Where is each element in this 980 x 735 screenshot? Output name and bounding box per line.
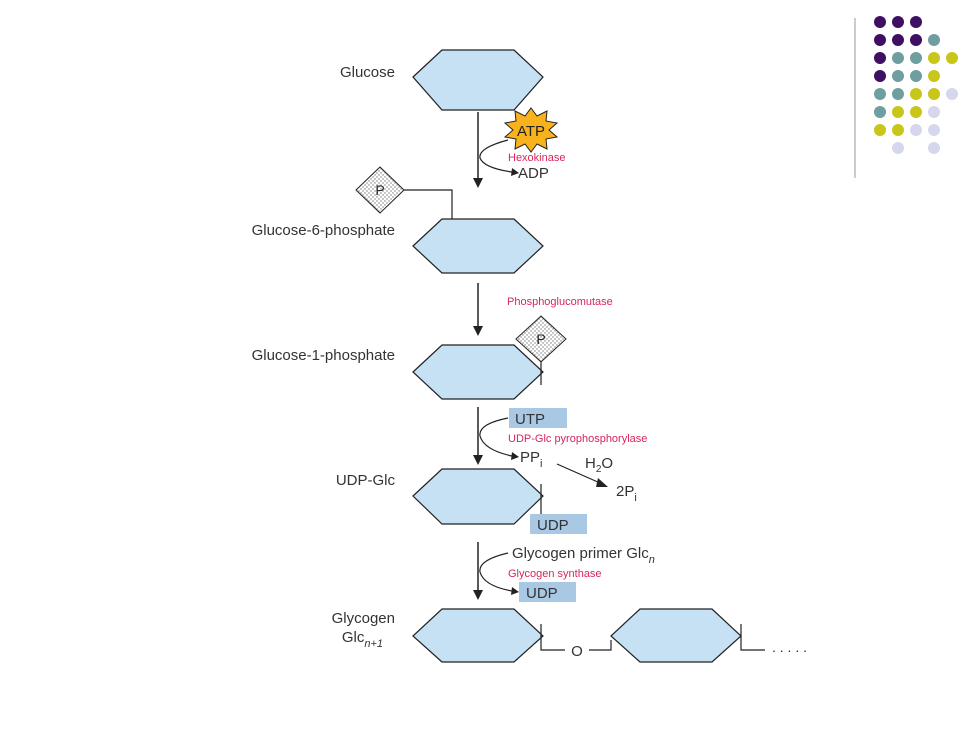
- glucose-hexagon: [412, 49, 544, 111]
- chain-bond: [740, 624, 765, 651]
- decor-dot: [874, 124, 886, 136]
- decor-dot: [874, 88, 886, 100]
- glycogen-glc-label: Glcn+1: [342, 629, 383, 650]
- glycogen-hexagon-2: [610, 608, 742, 663]
- atp-starburst: [503, 107, 559, 153]
- glycogen-group: Glycogen Glcn+1 O . . . . .: [332, 608, 807, 663]
- udp-glc-pyrophosphorylase-label: UDP-Glc pyrophosphorylase: [508, 433, 647, 445]
- udp-glc-label: UDP-Glc: [336, 472, 396, 489]
- glucose-1-phosphate-group: Glucose-1-phosphate P: [252, 315, 567, 400]
- glycosidic-bond-right: [589, 640, 612, 651]
- decor-dot: [928, 34, 940, 46]
- decor-dot: [910, 34, 922, 46]
- decor-dot: [874, 34, 886, 46]
- udp-glc-pyrophosphorylase-step: UTP UDP-Glc pyrophosphorylase PPi H2O 2P…: [473, 407, 647, 504]
- decor-dot: [892, 16, 904, 28]
- decor-dot: [928, 88, 940, 100]
- phosphate-label: P: [375, 182, 384, 198]
- decor-dot: [892, 106, 904, 118]
- decor-dot: [928, 124, 940, 136]
- decor-dot: [928, 142, 940, 154]
- udp-glc-hexagon: [412, 468, 544, 525]
- decor-dot: [874, 16, 886, 28]
- cofactor-curve-arrowhead: [511, 452, 519, 460]
- glycogen-hexagon-1: [412, 608, 544, 663]
- decor-dot: [892, 70, 904, 82]
- cofactor-curve: [479, 552, 513, 592]
- utp-label: UTP: [515, 411, 545, 428]
- decor-dot: [892, 88, 904, 100]
- decor-dot: [910, 88, 922, 100]
- reaction-arrowhead: [473, 455, 483, 465]
- udp-box: [530, 514, 587, 534]
- glucose-1-phosphate-label: Glucose-1-phosphate: [252, 347, 395, 364]
- decor-dot: [910, 106, 922, 118]
- chain-continuation: . . . . .: [772, 639, 807, 655]
- reaction-arrowhead: [473, 590, 483, 600]
- hexokinase-step: ATP Hexokinase ADP: [473, 107, 565, 188]
- cofactor-curve-arrowhead: [511, 168, 519, 176]
- decor-dot: [910, 70, 922, 82]
- hydrolysis-arrow-shaft: [556, 463, 601, 484]
- udp-label: UDP: [537, 517, 569, 534]
- utp-box: [509, 408, 567, 428]
- decor-dot: [946, 52, 958, 64]
- atp-label: ATP: [517, 123, 545, 140]
- decor-dot: [910, 124, 922, 136]
- adp-label: ADP: [518, 165, 549, 182]
- phosphate-diamond: [355, 166, 405, 214]
- udp-box: [519, 582, 576, 602]
- reaction-arrowhead: [473, 326, 483, 336]
- decor-dot: [892, 124, 904, 136]
- glucose-6-phosphate-hexagon: [412, 218, 544, 274]
- glycogen-primer-label: Glycogen primer Glcn: [512, 545, 655, 566]
- phosphoglucomutase-step: Phosphoglucomutase: [473, 283, 613, 336]
- cofactor-curve: [479, 139, 513, 173]
- phosphate-label: P: [536, 331, 545, 347]
- glucose-group: Glucose: [340, 49, 544, 111]
- water-label: H2O: [585, 455, 613, 475]
- decor-dot: [892, 142, 904, 154]
- decor-dot: [928, 52, 940, 64]
- hydrolysis-arrowhead: [596, 478, 608, 487]
- decor-dot: [928, 106, 940, 118]
- udp-label: UDP: [526, 585, 558, 602]
- glucose-6-phosphate-label: Glucose-6-phosphate: [252, 222, 395, 239]
- hexokinase-label: Hexokinase: [508, 152, 565, 164]
- decor-dot: [910, 16, 922, 28]
- glucose-6-phosphate-group: P Glucose-6-phosphate: [252, 166, 544, 274]
- decor-dot: [874, 106, 886, 118]
- decor-dot: [928, 70, 940, 82]
- cofactor-curve: [479, 417, 513, 457]
- decor-dot: [874, 70, 886, 82]
- glucose-1-phosphate-hexagon: [412, 344, 544, 400]
- glucose-label: Glucose: [340, 64, 395, 81]
- glycogen-label: Glycogen: [332, 610, 395, 627]
- decorative-dot-grid: [854, 16, 958, 178]
- decor-dot: [892, 52, 904, 64]
- udp-glc-group: UDP-Glc UDP: [336, 468, 587, 534]
- phosphoglucomutase-label: Phosphoglucomutase: [507, 296, 613, 308]
- phosphate-bond: [404, 189, 453, 232]
- glycosidic-bond-left: [540, 624, 565, 651]
- phosphate-diamond: [515, 315, 567, 363]
- reaction-arrowhead: [473, 178, 483, 188]
- glycogen-synthase-label: Glycogen synthase: [508, 568, 602, 580]
- ppi-label: PPi: [520, 449, 542, 470]
- decor-dot: [874, 52, 886, 64]
- decor-dot: [910, 52, 922, 64]
- glycogen-synthase-step: Glycogen primer Glcn Glycogen synthase U…: [473, 542, 655, 602]
- decor-dot: [892, 34, 904, 46]
- cofactor-curve-arrowhead: [511, 587, 519, 595]
- two-pi-label: 2Pi: [616, 483, 637, 504]
- decor-dot: [946, 88, 958, 100]
- glycosidic-oxygen-label: O: [571, 643, 583, 660]
